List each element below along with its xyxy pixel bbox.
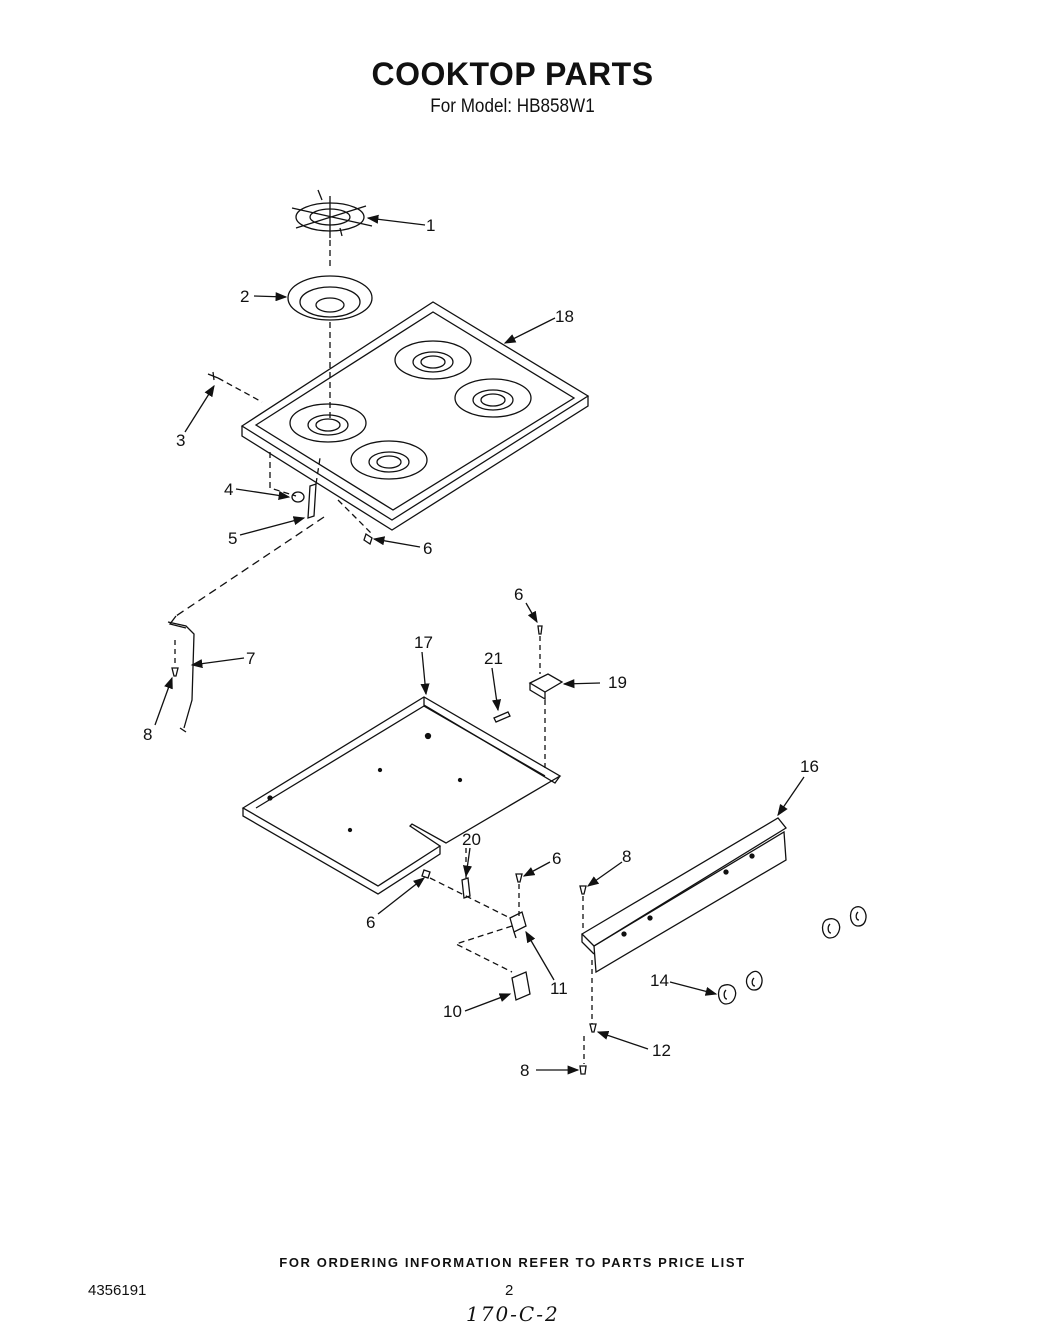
leader-12	[596, 1031, 649, 1050]
leader-17	[420, 651, 430, 696]
leader-8-upper	[586, 861, 623, 887]
screw-part-3	[207, 371, 219, 381]
callout-8-left: 8	[143, 725, 152, 744]
leader-16	[777, 776, 805, 817]
callout-4: 4	[224, 480, 233, 499]
screw-part-8-lower	[579, 1065, 587, 1075]
handwritten-reference: 170-C-2	[466, 1302, 560, 1326]
callout-1: 1	[426, 216, 435, 235]
callout-20: 20	[462, 830, 481, 849]
clip-part-20	[461, 877, 471, 899]
screw-part-8-left	[171, 667, 179, 677]
clip-part-4	[291, 491, 305, 503]
leader-5	[239, 516, 306, 536]
screw-part-8-upper	[579, 885, 587, 895]
callout-3: 3	[176, 431, 185, 450]
leader-21	[491, 667, 502, 712]
callout-6-lower: 6	[366, 913, 375, 932]
leader-1	[366, 214, 426, 226]
callout-12: 12	[652, 1041, 671, 1060]
leader-14	[669, 981, 718, 996]
callout-2: 2	[240, 287, 249, 306]
cooktop-main-top-part	[240, 301, 590, 531]
callout-5: 5	[228, 529, 237, 548]
screw-part-6-mid	[515, 873, 523, 883]
callout-7: 7	[246, 649, 255, 668]
bracket-part-10	[511, 971, 531, 1001]
leader-7	[190, 657, 245, 669]
leader-6-lower	[377, 877, 426, 915]
leader-6-top	[372, 536, 421, 548]
leader-4	[235, 488, 291, 500]
callout-18: 18	[555, 307, 574, 326]
screw-part-6-top	[363, 532, 373, 546]
page-title: COOKTOP PARTS	[371, 56, 654, 92]
callout-19: 19	[608, 673, 627, 692]
knob-set-part-14	[717, 906, 867, 1005]
callout-21: 21	[484, 649, 503, 668]
screw-part-6-upper	[537, 625, 543, 635]
tab-part-21	[493, 711, 511, 723]
bracket-part-19	[528, 673, 564, 701]
bracket-part-11	[509, 911, 527, 939]
leader-6-mid	[522, 861, 551, 877]
callout-8-upper: 8	[622, 847, 631, 866]
leader-2	[253, 292, 288, 302]
spring-part-5	[307, 483, 317, 519]
callout-6-top: 6	[423, 539, 432, 558]
page-number: 2	[505, 1282, 514, 1299]
bottom-pan-part-17	[241, 696, 562, 895]
leader-10	[464, 993, 512, 1012]
callout-17: 17	[414, 633, 433, 652]
control-panel-part-16	[580, 817, 787, 974]
leader-6-upper	[525, 602, 538, 624]
model-subtitle: For Model: HB858W1	[430, 96, 595, 117]
leader-19	[562, 679, 601, 689]
rod-part-7	[167, 615, 195, 733]
screw-part-6-lower	[421, 869, 431, 879]
callout-14: 14	[650, 971, 669, 990]
callout-16: 16	[800, 757, 819, 776]
leader-3	[184, 384, 215, 433]
screw-part-12	[589, 1023, 597, 1033]
callout-10: 10	[443, 1002, 462, 1021]
callout-6-upper: 6	[514, 585, 523, 604]
callout-8-lower: 8	[520, 1061, 529, 1080]
burner-grate-part	[291, 189, 373, 238]
callout-11: 11	[550, 979, 568, 998]
leader-18	[503, 317, 556, 344]
leader-20	[462, 847, 472, 878]
leader-11	[525, 930, 555, 981]
document-number: 4356191	[88, 1282, 147, 1299]
ordering-info-note: FOR ORDERING INFORMATION REFER TO PARTS …	[279, 1255, 746, 1270]
callout-6-mid: 6	[552, 849, 561, 868]
drip-bowl-part	[287, 275, 373, 321]
leader-8-left	[154, 676, 173, 726]
